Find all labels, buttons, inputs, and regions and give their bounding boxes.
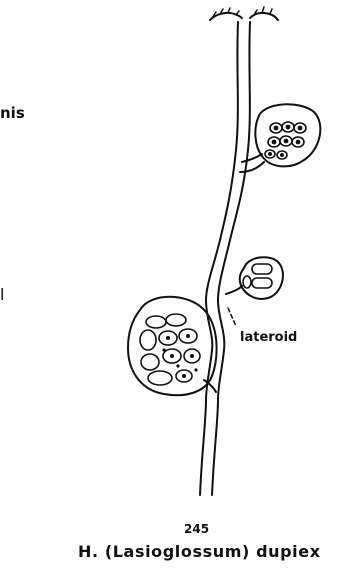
- main-duct-left-wall: [200, 22, 238, 495]
- figure-number: 245: [0, 522, 338, 536]
- main-duct-right-wall: [212, 22, 250, 495]
- upper-gland-sac: [255, 104, 320, 166]
- lateroid-leader: [228, 308, 236, 326]
- lateroid-label: lateroid: [240, 330, 297, 345]
- figure-caption: H. (Lasioglossum) dupiex: [78, 542, 321, 561]
